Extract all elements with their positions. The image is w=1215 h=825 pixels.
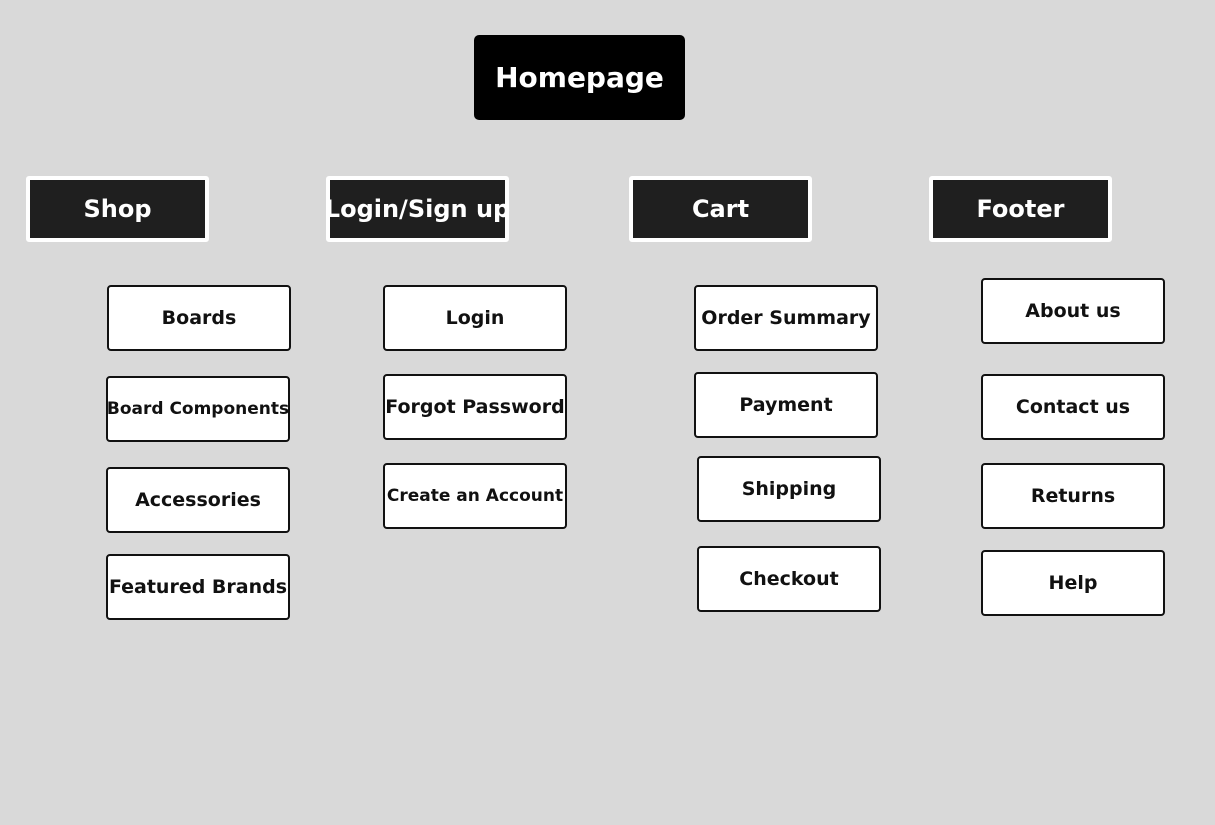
returns-page-node: Returns [981,463,1165,529]
contact-us-page-node: Contact us [981,374,1165,440]
payment-page-node: Payment [694,372,878,438]
checkout-page-node: Checkout [697,546,881,612]
cart-section-node: Cart [629,176,812,242]
order-summary-page-node: Order Summary [694,285,878,351]
about-us-page-node: About us [981,278,1165,344]
login-page-node: Login [383,285,567,351]
featured-brands-page-node: Featured Brands [106,554,290,620]
board-components-page-node: Board Components [106,376,290,442]
shipping-page-node: Shipping [697,456,881,522]
create-account-page-node: Create an Account [383,463,567,529]
shop-section-node: Shop [26,176,209,242]
login-signup-section-node: Login/Sign up [325,176,510,242]
help-page-node: Help [981,550,1165,616]
forgot-password-page-node: Forgot Password [383,374,567,440]
homepage-node: Homepage [474,35,685,120]
accessories-page-node: Accessories [106,467,290,533]
footer-section-node: Footer [929,176,1112,242]
boards-page-node: Boards [107,285,291,351]
